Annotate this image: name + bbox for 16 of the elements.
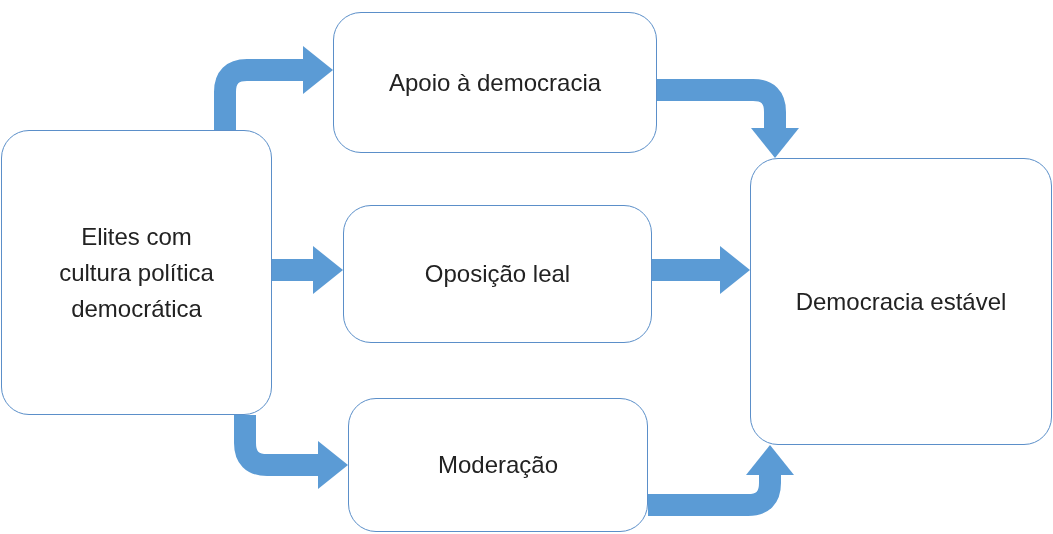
block-arrow [272,246,343,294]
block-arrow [648,445,794,516]
box-label: Democracia estável [795,286,1007,317]
box-label: Apoio à democracia [388,67,602,98]
block-arrow [657,79,799,158]
process-box [1,130,272,415]
box-label: Elites com cultura política democrática [58,221,215,324]
process-box [750,158,1052,445]
block-arrow [652,246,750,294]
box-label: Moderação [437,450,559,480]
process-box [343,205,652,343]
process-box [348,398,648,532]
box-label: Oposição leal [424,259,571,289]
block-arrow [234,415,348,489]
block-arrow [214,46,333,130]
process-box [333,12,657,153]
